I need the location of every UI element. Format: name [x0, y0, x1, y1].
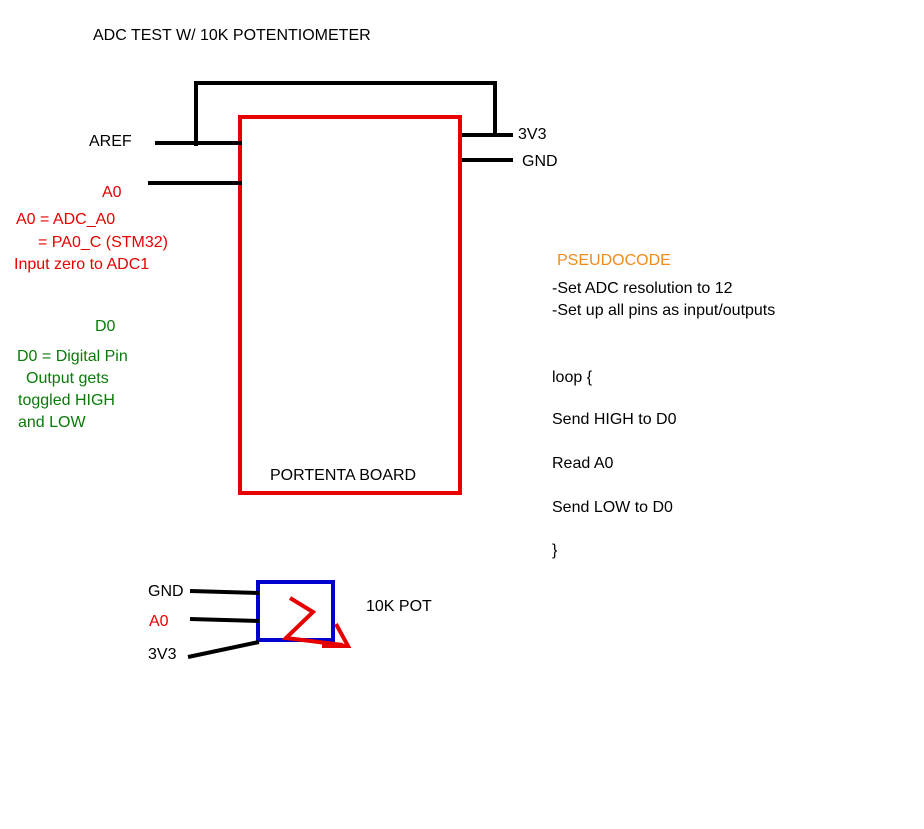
d0-pin-label: D0: [95, 318, 116, 335]
setup-line-1: -Set ADC resolution to 12: [552, 280, 733, 297]
pot-gnd-lead: [189, 589, 260, 595]
a0-note-line-1: A0 = ADC_A0: [16, 211, 116, 228]
diagram-title: ADC TEST W/ 10K POTENTIOMETER: [93, 27, 371, 44]
aref-3v3-jumper-wire: [194, 81, 497, 146]
loop-close: }: [552, 542, 558, 559]
pot-a0-lead: [189, 617, 260, 623]
pot-a0-label: A0: [149, 613, 169, 630]
pot-3v3-label: 3V3: [148, 646, 177, 663]
d0-note-line-1: D0 = Digital Pin: [17, 348, 128, 365]
portenta-board-outline: [238, 115, 462, 495]
aref-pin-label: AREF: [89, 133, 132, 150]
loop-step-2: Read A0: [552, 455, 614, 472]
pot-label: 10K POT: [366, 598, 432, 615]
d0-note-line-3: toggled HIGH: [18, 392, 115, 409]
pseudocode-heading: PSEUDOCODE: [557, 252, 671, 269]
a0-note-line-2: = PA0_C (STM32): [38, 234, 168, 251]
board-label: PORTENTA BOARD: [270, 467, 417, 484]
pot-wiper-arrow: [281, 596, 344, 647]
loop-step-3: Send LOW to D0: [552, 499, 673, 516]
a0-note-line-3: Input zero to ADC1: [14, 256, 150, 273]
loop-open: loop {: [552, 369, 593, 386]
d0-note-line-4: and LOW: [18, 414, 86, 431]
pot-gnd-label: GND: [148, 583, 184, 600]
a0-pin-label: A0: [102, 184, 122, 201]
setup-line-2: -Set up all pins as input/outputs: [552, 302, 776, 319]
d0-note-line-2: Output gets: [26, 370, 109, 387]
loop-step-1: Send HIGH to D0: [552, 411, 677, 428]
gnd-pin-label: GND: [522, 153, 558, 170]
pot-arrowhead: [322, 623, 352, 648]
3v3-pin-label: 3V3: [518, 126, 547, 143]
pot-3v3-lead: [187, 640, 260, 659]
